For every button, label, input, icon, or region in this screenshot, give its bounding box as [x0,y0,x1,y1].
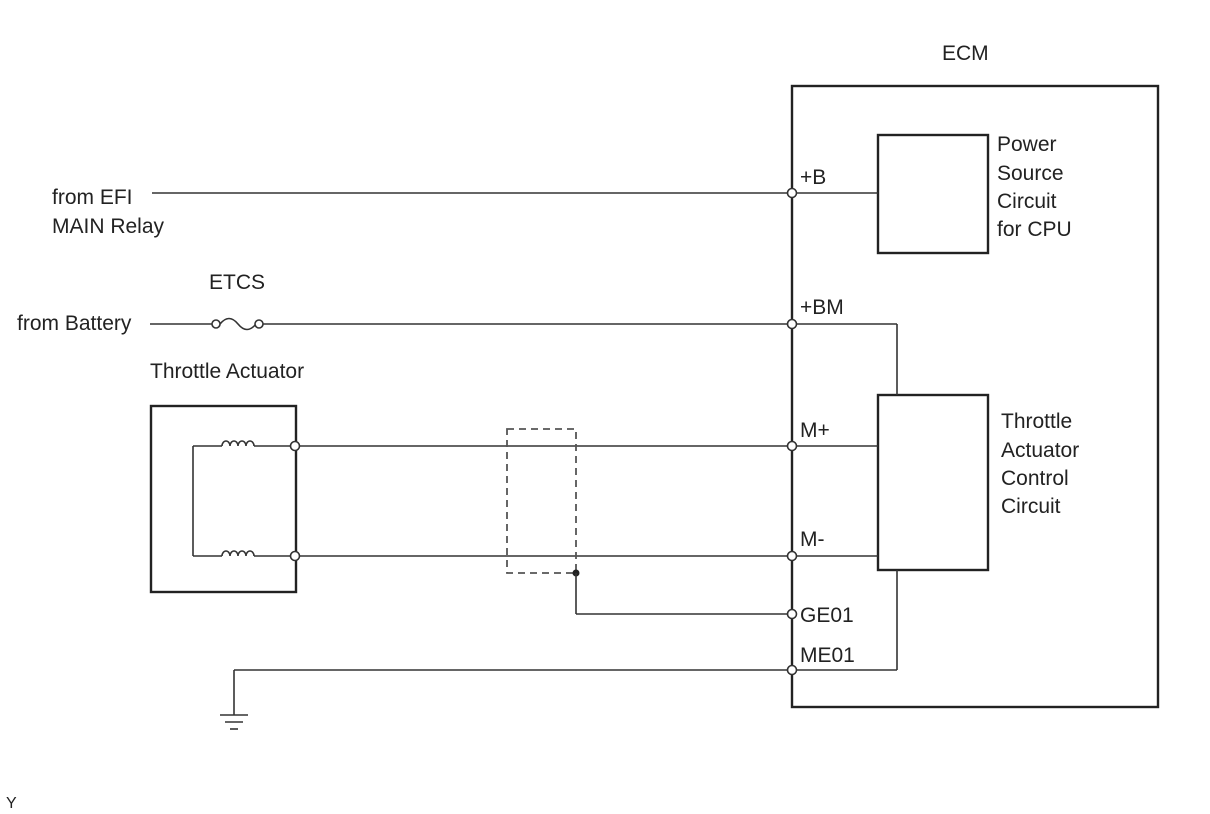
fuse-terminal-right [254,319,264,329]
terminal-m-minus-label: M- [800,528,825,551]
terminal-ge01-label: GE01 [800,604,854,627]
terminal-me01-label: ME01 [800,644,855,667]
fuse-icon [219,317,257,331]
coil-bottom-icon [221,550,255,557]
terminal-b [786,187,798,199]
etcs-label: ETCS [209,271,265,294]
terminal-bm-label: +BM [800,296,844,319]
from-efi-line-2: MAIN Relay [52,215,165,238]
actuator-terminal-bottom [289,550,301,562]
coil-top-icon [221,440,255,447]
throttle-control-line-1: Throttle [1001,410,1072,433]
shield-box [506,428,577,574]
terminal-b-label: +B [800,166,826,189]
throttle-actuator-box [149,404,298,594]
throttle-control-label: Throttle Actuator Control Circuit [1001,410,1085,518]
throttle-control-line-2: Actuator [1001,439,1079,462]
power-source-line-3: Circuit [997,190,1057,213]
terminal-bm [786,318,798,330]
corner-mark: Y [6,795,17,812]
actuator-terminal-top [289,440,301,452]
from-battery-label: from Battery [17,312,132,335]
throttle-control-line-4: Circuit [1001,495,1061,518]
throttle-actuator-label: Throttle Actuator [150,360,304,383]
fuse-terminal-left [211,319,221,329]
terminal-m-plus-label: M+ [800,419,830,442]
terminal-m-plus [786,440,798,452]
power-source-line-4: for CPU [997,218,1072,241]
power-source-line-1: Power [997,133,1057,156]
throttle-control-box [876,393,990,572]
from-efi-label: from EFI MAIN Relay [52,186,165,238]
ecm-box [790,84,1160,709]
power-source-label: Power Source Circuit for CPU [997,133,1072,241]
power-source-line-2: Source [997,162,1064,185]
from-efi-line-1: from EFI [52,186,133,209]
terminal-m-minus [786,550,798,562]
terminal-me01 [786,664,798,676]
terminal-ge01 [786,608,798,620]
ecm-label: ECM [942,42,989,65]
power-source-box [876,133,990,255]
throttle-control-line-3: Control [1001,467,1069,490]
